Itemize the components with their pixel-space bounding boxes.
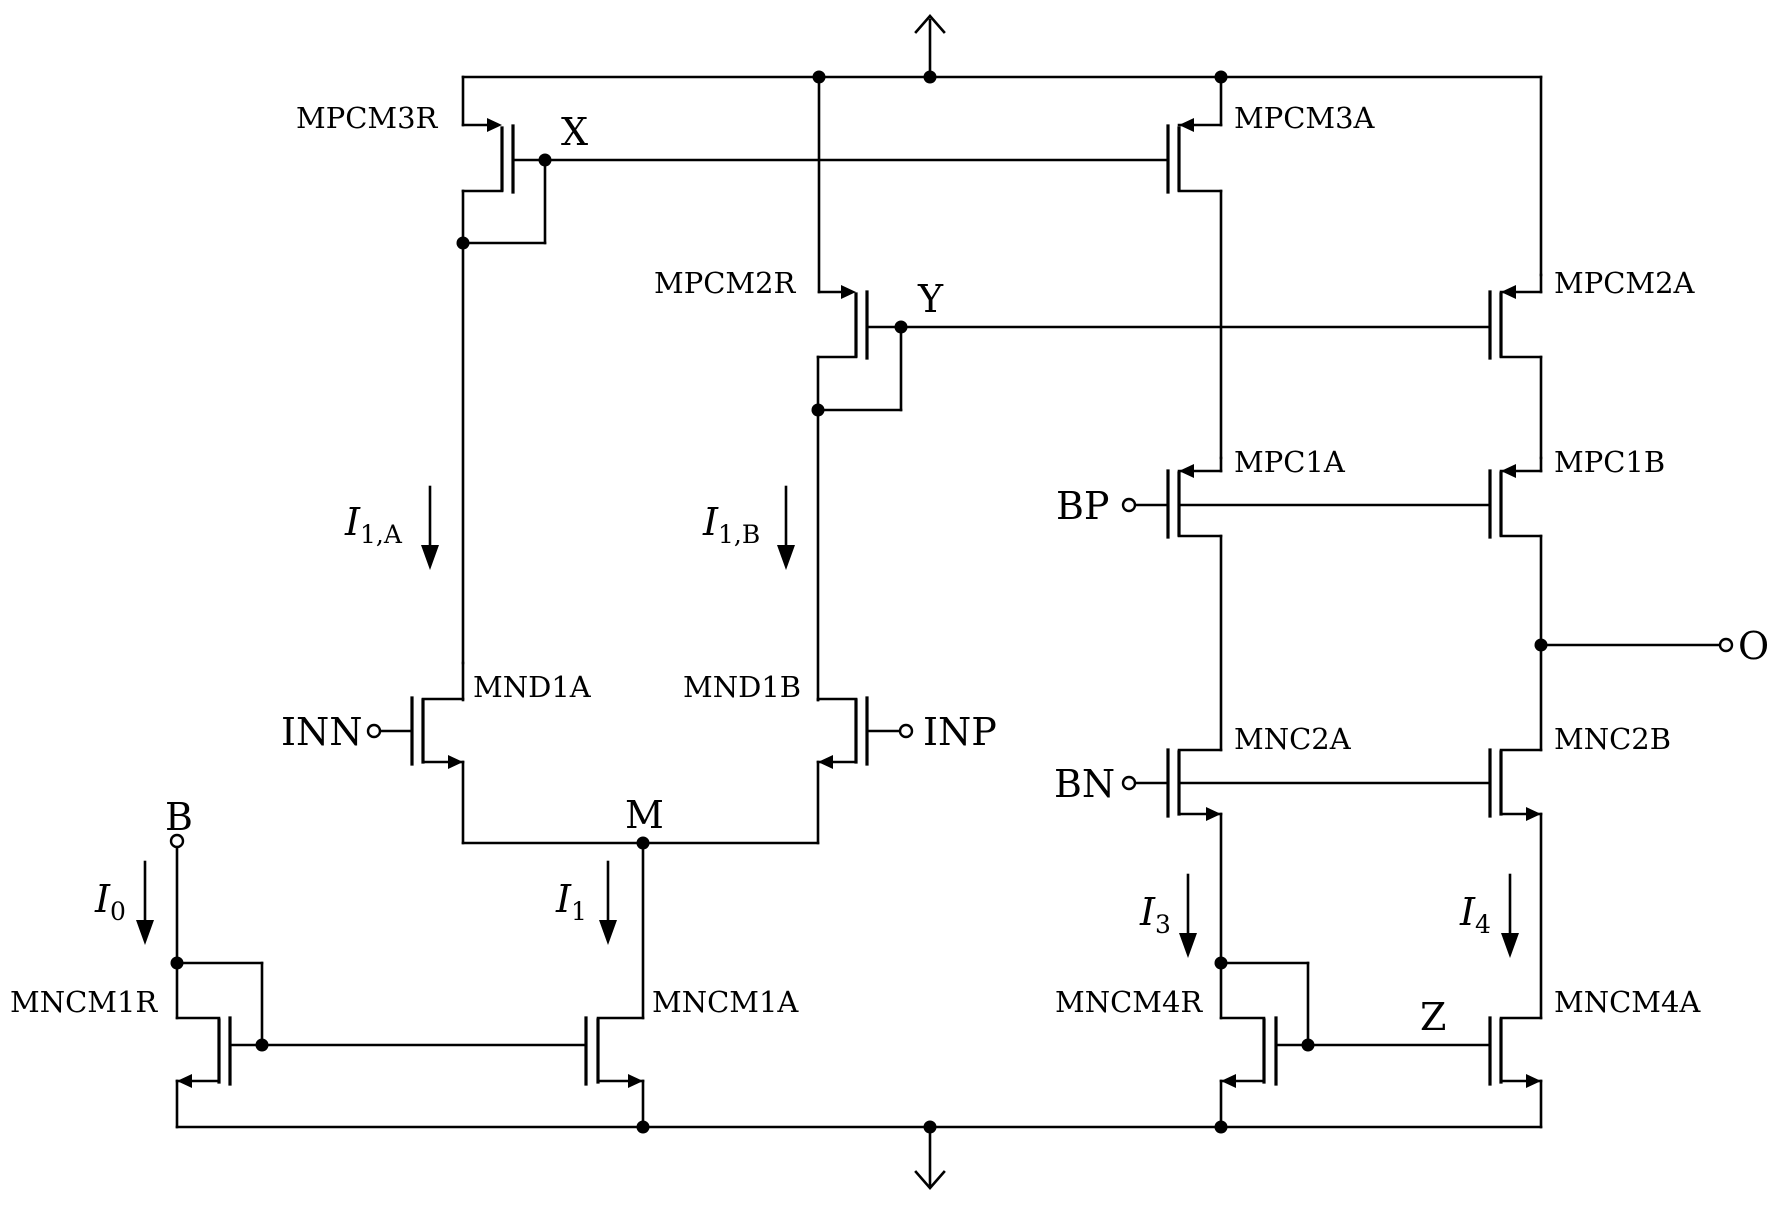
- node-label-m: M: [625, 793, 664, 837]
- arrowheads: [136, 118, 1541, 1088]
- label-mnc2b: MNC2B: [1554, 722, 1671, 756]
- transistor-labels: MPCM3R MPCM3A MPCM2R MPCM2A MPC1A MPC1B …: [10, 101, 1701, 1019]
- node-label-z: Z: [1420, 995, 1446, 1039]
- current-labels: I1,A I1,B I0 I1 I3 I4: [94, 500, 1491, 939]
- current-label-i3: I3: [1139, 890, 1171, 939]
- terminal-label-inp: INP: [923, 710, 997, 754]
- label-mncm4a: MNCM4A: [1554, 985, 1701, 1019]
- current-label-i4: I4: [1459, 890, 1491, 939]
- label-mpc1a: MPC1A: [1234, 445, 1346, 479]
- node-label-x: X: [561, 110, 588, 154]
- label-mncm4r: MNCM4R: [1055, 985, 1203, 1019]
- terminal-label-bp: BP: [1056, 484, 1110, 528]
- node-label-y: Y: [917, 277, 944, 321]
- label-mpcm3r: MPCM3R: [296, 101, 439, 135]
- label-mpc1b: MPC1B: [1554, 445, 1665, 479]
- terminal-label-inn: INN: [281, 710, 363, 754]
- terminal-label-o: O: [1738, 624, 1769, 668]
- label-mnc2a: MNC2A: [1234, 722, 1352, 756]
- terminal-circles: [169, 497, 1734, 849]
- node-labels: X Y M Z: [561, 110, 1446, 1039]
- label-mnd1a: MND1A: [473, 670, 592, 704]
- wires: [143, 14, 1722, 1190]
- label-mncm1r: MNCM1R: [10, 985, 158, 1019]
- label-mpcm2a: MPCM2A: [1554, 266, 1696, 300]
- current-label-i1a: I1,A: [344, 500, 403, 549]
- junction-dots: [170, 70, 1548, 1134]
- label-mnd1b: MND1B: [683, 670, 801, 704]
- current-label-i0: I0: [94, 877, 126, 926]
- terminal-labels: INN INP BP BN B O: [165, 484, 1769, 839]
- label-mncm1a: MNCM1A: [652, 985, 799, 1019]
- current-label-i1: I1: [555, 877, 587, 926]
- terminal-label-b: B: [165, 795, 193, 839]
- current-label-i1b: I1,B: [702, 500, 760, 549]
- label-mpcm3a: MPCM3A: [1234, 101, 1376, 135]
- label-mpcm2r: MPCM2R: [654, 266, 797, 300]
- terminal-label-bn: BN: [1054, 762, 1115, 806]
